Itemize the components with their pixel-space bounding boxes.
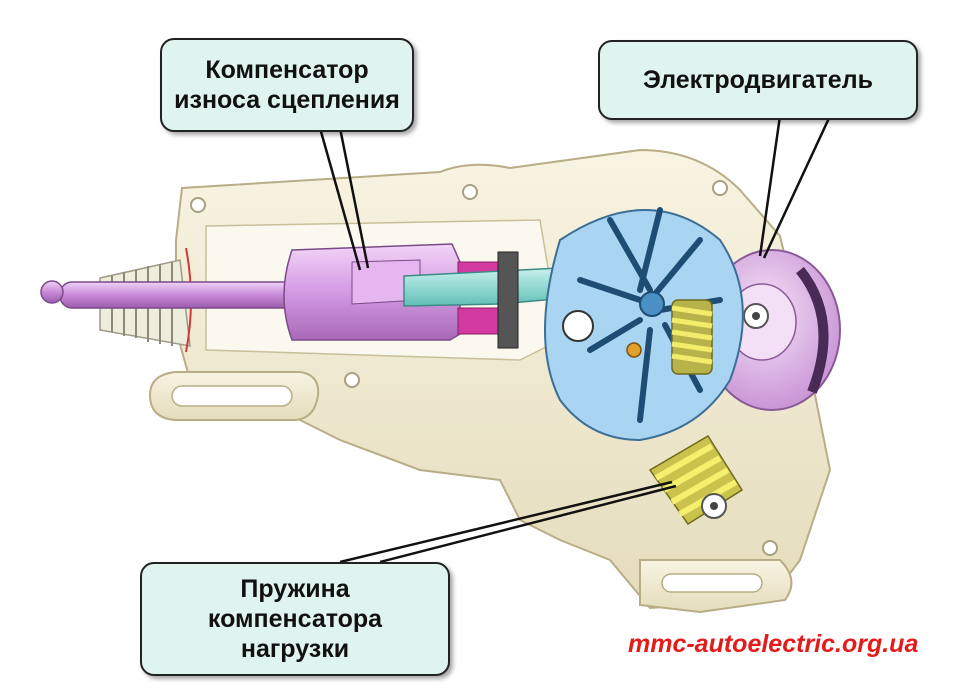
- push-shaft: [40, 280, 301, 309]
- callout-spring-line2: компенсатора: [207, 605, 383, 633]
- leader-line-spring: [379, 484, 677, 564]
- callout-spring-line3: нагрузки: [240, 635, 350, 663]
- leader-lines: [318, 115, 832, 564]
- wear-compensator: [283, 243, 507, 341]
- callout-electric-motor-line1: Электродвигатель: [643, 66, 873, 94]
- leader-line-motor-2: [762, 115, 832, 259]
- watermark: mmc-autoelectric.org.ua: [628, 630, 919, 658]
- callout-spring-line1: Пружина: [240, 575, 350, 603]
- leader-line-compensator: [318, 127, 362, 271]
- callout-load-compensator-spring: Пружина компенсатора нагрузки: [140, 562, 450, 676]
- upper-spring: [671, 299, 713, 375]
- callout-wear-compensator-line2: износа сцепления: [174, 86, 400, 114]
- callout-electric-motor: Электродвигатель: [598, 40, 918, 120]
- leader-line-spring-2: [339, 480, 673, 564]
- callout-wear-compensator-line1: Компенсатор: [205, 56, 369, 84]
- leader-line-motor: [758, 115, 782, 257]
- load-compensator-spring: [648, 434, 744, 526]
- leader-line-compensator-2: [338, 127, 370, 269]
- callout-wear-compensator: Компенсатор износа сцепления: [160, 38, 414, 132]
- gear-sector: [544, 207, 744, 442]
